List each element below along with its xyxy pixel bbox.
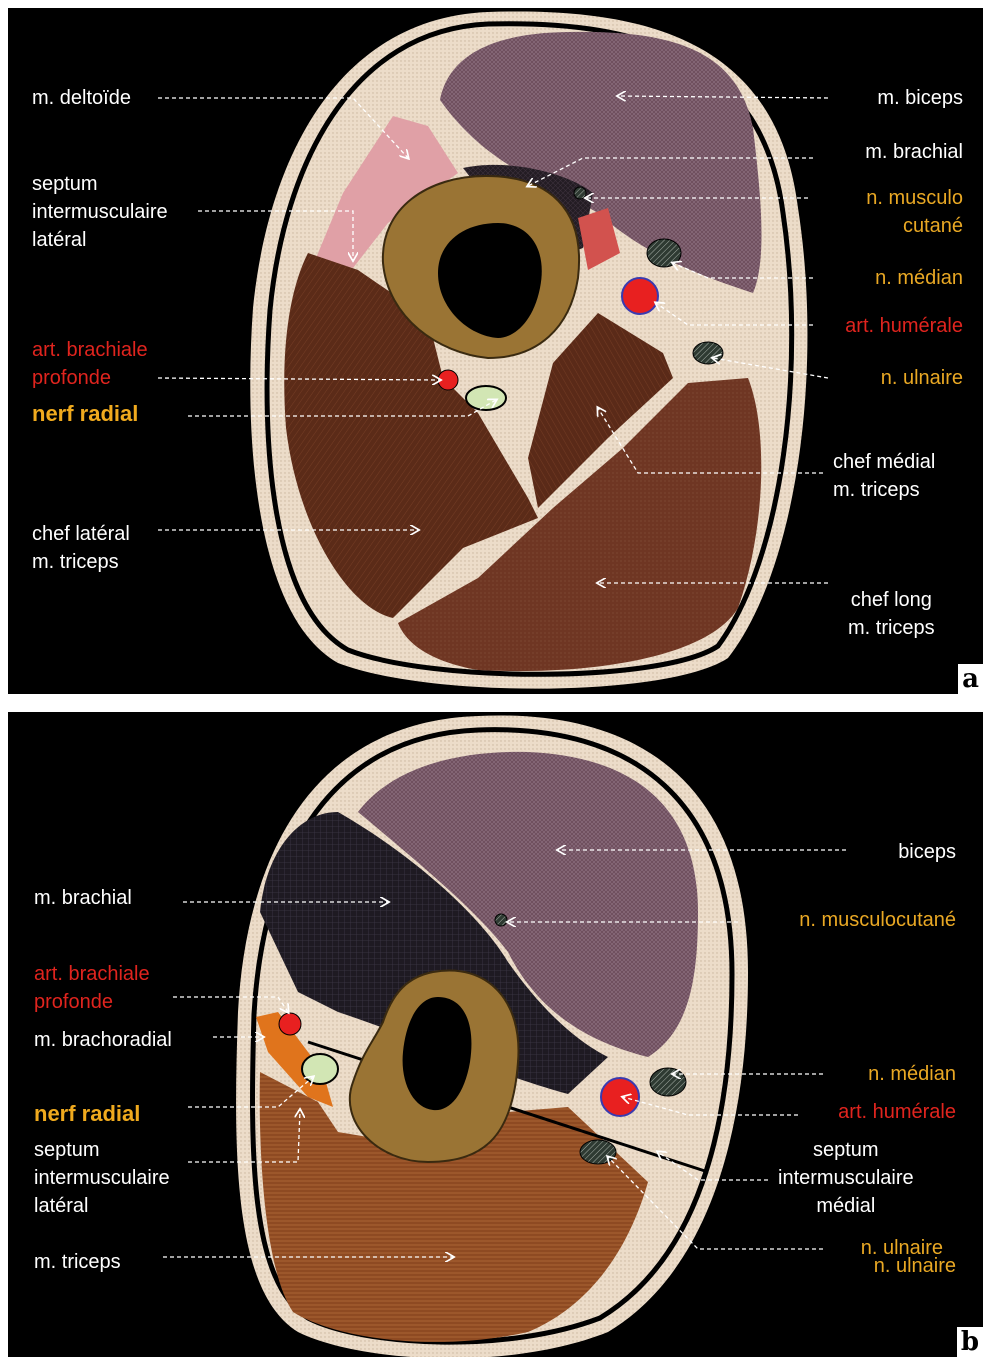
label-humerale: art. humérale (845, 312, 963, 340)
label-humerale-b: art. humérale (838, 1098, 956, 1126)
label-septum-lateral: septum intermusculaire latéral (32, 170, 168, 254)
label-biceps: m. biceps (877, 84, 963, 112)
ulnar-nerve (693, 342, 723, 364)
label-brachial-b: m. brachial (34, 884, 132, 912)
label-septum-lateral-b: septum intermusculaire latéral (34, 1136, 170, 1220)
median-nerve (647, 239, 681, 267)
panel-a: m. deltoïde m. biceps m. brachial septum… (8, 8, 983, 694)
label-brachiale-profonde: art. brachiale profonde (32, 336, 148, 392)
label-triceps-b: m. triceps (34, 1248, 121, 1276)
label-chef-medial: chef médial m. triceps (833, 448, 935, 504)
label-brachial: m. brachial (865, 138, 963, 166)
label-median: n. médian (875, 264, 963, 292)
median-nerve-b (650, 1068, 686, 1096)
label-musculo-cutane: n. musculo cutané (866, 184, 963, 240)
panel-a-diagram (8, 8, 983, 694)
label-brachoradial-b: m. brachoradial (34, 1026, 172, 1054)
label-nerf-radial: nerf radial (32, 400, 138, 428)
musculocutaneous-nerve-b (495, 914, 507, 926)
label-ulnaire: n. ulnaire (881, 364, 963, 392)
label-septum-medial-b: septum intermusculaire médial (778, 1136, 914, 1220)
label-musculocutane-b: n. musculocutané (799, 906, 956, 934)
label-deltoide: m. deltoïde (32, 84, 131, 112)
label-chef-lateral: chef latéral m. triceps (32, 520, 130, 576)
brachial-artery-b (601, 1078, 639, 1116)
panel-letter-a: a (958, 664, 983, 694)
label-nerf-radial-b: nerf radial (34, 1100, 140, 1128)
label-brachiale-profonde-b: art. brachiale profonde (34, 960, 150, 1016)
ulnar-nerve-b (580, 1140, 616, 1164)
radial-nerve-b (302, 1054, 338, 1084)
brachial-artery (622, 278, 658, 314)
deep-brachial-artery-b (279, 1013, 301, 1035)
panel-letter-b: b (957, 1327, 983, 1357)
label-median-b: n. médian (868, 1060, 956, 1088)
label-chef-long: chef long m. triceps (848, 586, 935, 642)
musculocutaneous-nerve (574, 187, 586, 199)
radial-nerve (466, 386, 506, 410)
deep-brachial-artery (438, 370, 458, 390)
label-ulnaire-b-2: n. ulnaire (874, 1252, 956, 1280)
label-biceps-b: biceps (898, 838, 956, 866)
panel-b: biceps m. brachial n. musculocutané art.… (8, 712, 983, 1357)
